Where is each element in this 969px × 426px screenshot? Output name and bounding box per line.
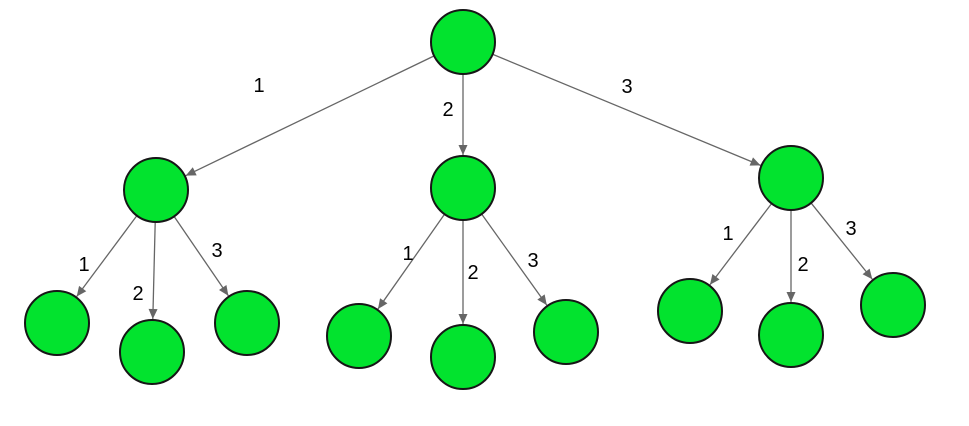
edge-label-c1-c1-3: 3 (211, 240, 222, 262)
edge-label-c3-c3-3: 3 (845, 218, 856, 240)
edge-label-c3-c3-2: 2 (797, 254, 808, 276)
edge-label-root-c2: 2 (442, 99, 453, 121)
edge-label-c3-c3-1: 1 (722, 223, 733, 245)
tree-node-c3-3 (860, 272, 926, 338)
tree-node-c1-1 (24, 290, 90, 356)
tree-node-c1 (123, 157, 189, 223)
tree-node-c2 (430, 155, 496, 221)
tree-node-root (430, 9, 496, 75)
edge-label-root-c1: 1 (253, 75, 264, 97)
tree-node-c2-3 (533, 299, 599, 365)
edge-label-c2-c2-2: 2 (467, 262, 478, 284)
edge-label-c2-c2-3: 3 (527, 250, 538, 272)
tree-edge-root-c3 (492, 53, 761, 166)
tree-edge-c3-c3-1 (709, 203, 773, 286)
edge-label-root-c3: 3 (621, 76, 632, 98)
edge-label-c1-c1-2: 2 (132, 283, 143, 305)
tree-node-c1-2 (119, 319, 185, 385)
tree-node-c2-2 (430, 324, 496, 390)
tree-edge-c1-c1-2 (148, 221, 158, 320)
edge-label-c2-c2-1: 1 (402, 243, 413, 265)
tree-node-c1-3 (214, 290, 280, 356)
tree-edge-c2-c2-1 (377, 213, 446, 310)
tree-node-c3-1 (657, 278, 723, 344)
edge-label-c1-c1-1: 1 (78, 254, 89, 276)
tree-edge-c3-c3-3 (810, 202, 873, 280)
tree-edge-root-c1 (185, 55, 435, 177)
tree-node-c3 (758, 145, 824, 211)
tree-edge-c1-c1-3 (173, 216, 229, 297)
tree-edge-c2-c2-3 (481, 213, 548, 306)
tree-node-c3-2 (758, 302, 824, 368)
tree-edge-c1-c1-1 (76, 215, 138, 297)
tree-node-c2-1 (326, 303, 392, 369)
